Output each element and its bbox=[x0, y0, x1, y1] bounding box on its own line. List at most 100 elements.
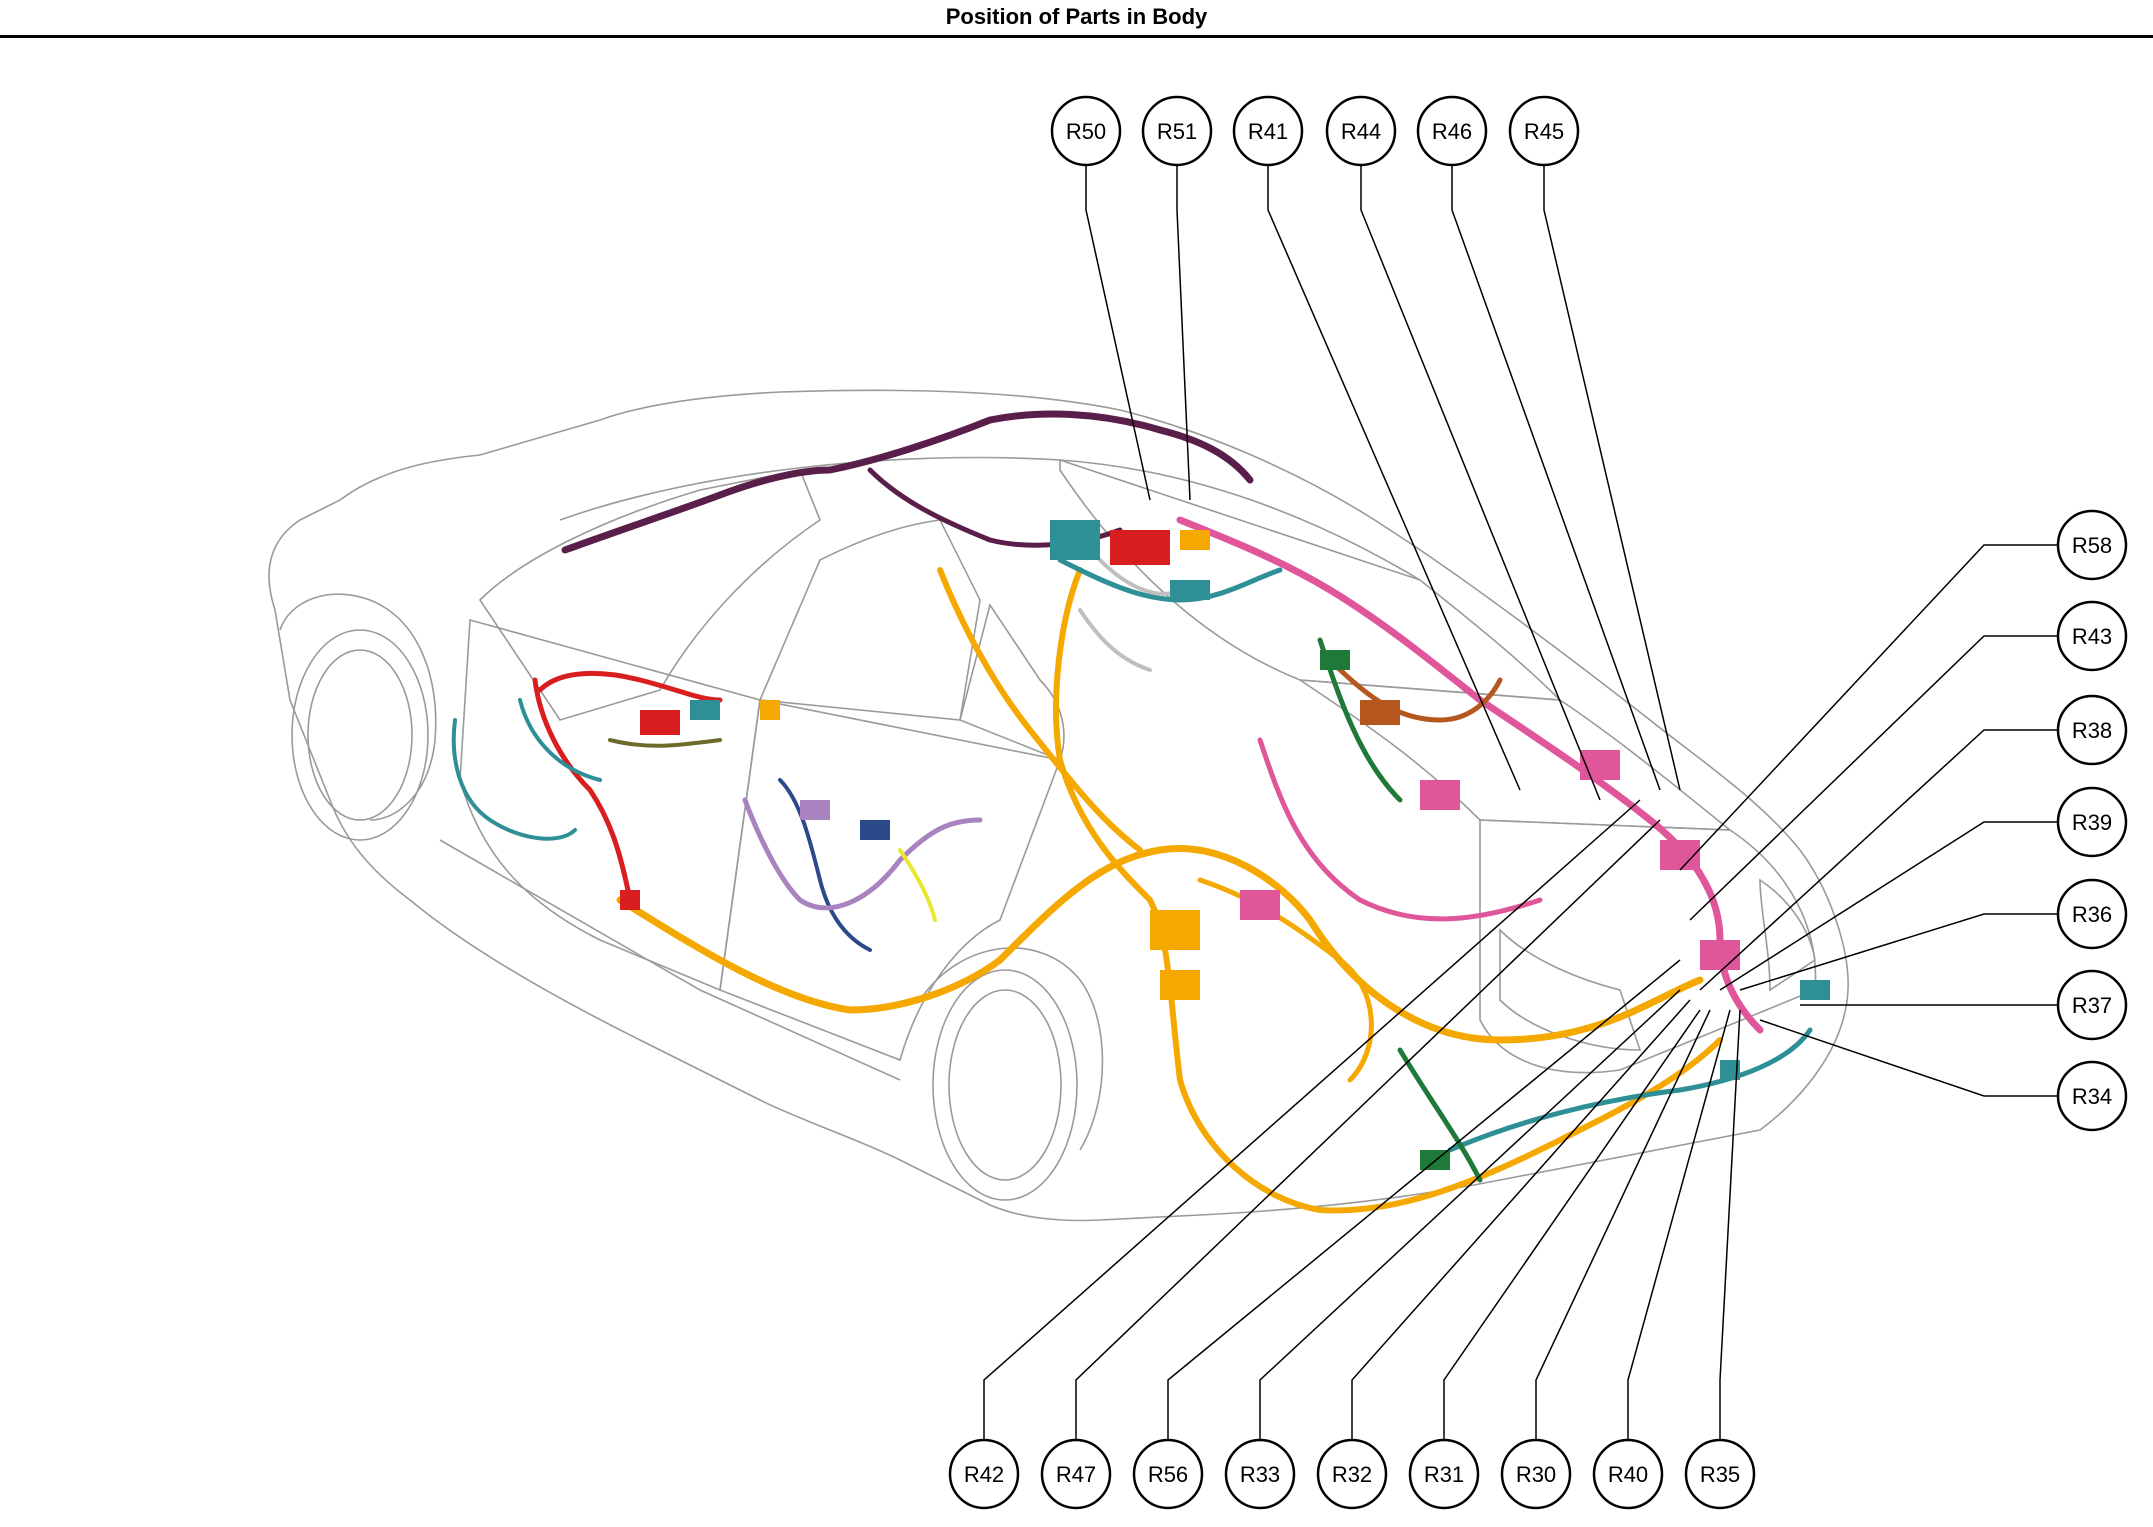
callout-label: R58 bbox=[2072, 533, 2112, 558]
callout-label: R39 bbox=[2072, 810, 2112, 835]
callouts: R50 R51 R41 R44 R46 R45 R58 R43 bbox=[948, 95, 2128, 1510]
leader-line bbox=[1176, 165, 1191, 501]
callout-label: R32 bbox=[1332, 1462, 1372, 1487]
leader-line bbox=[1543, 165, 1681, 791]
rear-wheel-inner bbox=[948, 989, 1062, 1181]
callout-label: R56 bbox=[1148, 1462, 1188, 1487]
leader-line bbox=[1167, 959, 1681, 1440]
harness-floor-rear bbox=[1197, 877, 1374, 1083]
harness-rear-door-yellow bbox=[898, 848, 937, 922]
connector-block bbox=[1170, 580, 1210, 600]
callout-r31: R31 bbox=[1408, 1438, 1480, 1510]
callout-label: R46 bbox=[1432, 119, 1472, 144]
wire-harnesses bbox=[451, 410, 1830, 1214]
callout-label: R35 bbox=[1700, 1462, 1740, 1487]
callout-r32: R32 bbox=[1316, 1438, 1388, 1510]
leader-line bbox=[1085, 165, 1151, 501]
callout-label: R37 bbox=[2072, 993, 2112, 1018]
callout-r41: R41 bbox=[1232, 95, 1304, 167]
callout-label: R36 bbox=[2072, 902, 2112, 927]
leader-lines bbox=[983, 165, 2058, 1440]
callout-label: R51 bbox=[1157, 119, 1197, 144]
harness-front-door-red bbox=[532, 671, 723, 903]
connector-block bbox=[1320, 650, 1350, 670]
callout-r33: R33 bbox=[1224, 1438, 1296, 1510]
connector-block bbox=[1700, 940, 1740, 970]
rear-door bbox=[719, 699, 1062, 1062]
leader-line bbox=[1719, 821, 2058, 991]
leader-line bbox=[1689, 635, 2058, 921]
rear-bumper bbox=[1479, 819, 1817, 1074]
connector-block bbox=[1580, 750, 1620, 780]
car-body-outline bbox=[268, 389, 1849, 1222]
callout-label: R30 bbox=[1516, 1462, 1556, 1487]
leader-line bbox=[1759, 1019, 2058, 1097]
windshield bbox=[478, 469, 821, 721]
callout-r46: R46 bbox=[1416, 95, 1488, 167]
harness-floor-front bbox=[937, 567, 1143, 853]
connector-block bbox=[800, 800, 830, 820]
connector-block bbox=[860, 820, 890, 840]
callout-label: R40 bbox=[1608, 1462, 1648, 1487]
leader-line bbox=[1360, 165, 1601, 801]
leader-line bbox=[1719, 1009, 1741, 1440]
callout-r58: R58 bbox=[2056, 509, 2128, 581]
connector-block bbox=[1050, 520, 1100, 560]
leader-line bbox=[1739, 913, 2058, 991]
connector-block bbox=[1180, 530, 1210, 550]
callout-r35: R35 bbox=[1684, 1438, 1756, 1510]
harness-roof bbox=[561, 410, 1254, 554]
tail-light-right bbox=[1759, 878, 1816, 992]
callout-r40: R40 bbox=[1592, 1438, 1664, 1510]
connector-block bbox=[1110, 530, 1170, 565]
leader-line bbox=[1075, 819, 1661, 1440]
connector-block bbox=[1800, 980, 1830, 1000]
callout-label: R31 bbox=[1424, 1462, 1464, 1487]
front-wheel bbox=[291, 629, 429, 841]
callout-r30: R30 bbox=[1500, 1438, 1572, 1510]
connector-block bbox=[1360, 700, 1400, 725]
leader-line bbox=[1351, 999, 1691, 1440]
connector-block bbox=[620, 890, 640, 910]
leader-line bbox=[1535, 1009, 1711, 1440]
leader-line bbox=[1267, 165, 1521, 791]
title-divider bbox=[0, 35, 2153, 38]
page-title: Position of Parts in Body bbox=[945, 4, 1208, 29]
front-wheel-inner bbox=[307, 649, 413, 821]
callout-label: R42 bbox=[964, 1462, 1004, 1487]
callout-r43: R43 bbox=[2056, 600, 2128, 672]
callout-r51: R51 bbox=[1141, 95, 1213, 167]
front-door bbox=[459, 618, 761, 992]
side-window-front bbox=[758, 519, 981, 721]
callout-r34: R34 bbox=[2056, 1060, 2128, 1132]
callout-r39: R39 bbox=[2056, 786, 2128, 858]
connector-block bbox=[1150, 910, 1200, 950]
leader-line bbox=[1451, 165, 1661, 791]
harness-luggage-pink-branch bbox=[1257, 737, 1543, 922]
harness-brown bbox=[1327, 657, 1503, 723]
harness-rear-door-lilac bbox=[742, 797, 983, 911]
callout-r50: R50 bbox=[1050, 95, 1122, 167]
connector-block bbox=[1160, 970, 1200, 1000]
rear-wheel-arch bbox=[919, 947, 1104, 1151]
harness-floor-main bbox=[616, 845, 1704, 1044]
leader-line bbox=[1679, 544, 2058, 871]
connector-block bbox=[690, 700, 720, 720]
leader-line bbox=[1699, 729, 2058, 991]
leader-line bbox=[1627, 1009, 1731, 1440]
harness-teal-lower bbox=[1447, 1027, 1813, 1153]
callout-r45: R45 bbox=[1508, 95, 1580, 167]
callout-label: R47 bbox=[1056, 1462, 1096, 1487]
leader-line bbox=[1443, 1009, 1701, 1440]
callout-label: R43 bbox=[2072, 624, 2112, 649]
callout-r47: R47 bbox=[1040, 1438, 1112, 1510]
rocker-panel bbox=[439, 839, 901, 1081]
callout-label: R38 bbox=[2072, 718, 2112, 743]
leader-line bbox=[1259, 989, 1681, 1440]
harness-floor-center bbox=[1053, 567, 1723, 1214]
tail-light-left bbox=[1499, 928, 1642, 1051]
car-silhouette bbox=[268, 389, 1849, 1222]
callout-r38: R38 bbox=[2056, 694, 2128, 766]
callout-r56: R56 bbox=[1132, 1438, 1204, 1510]
connector-block bbox=[1720, 1060, 1740, 1080]
